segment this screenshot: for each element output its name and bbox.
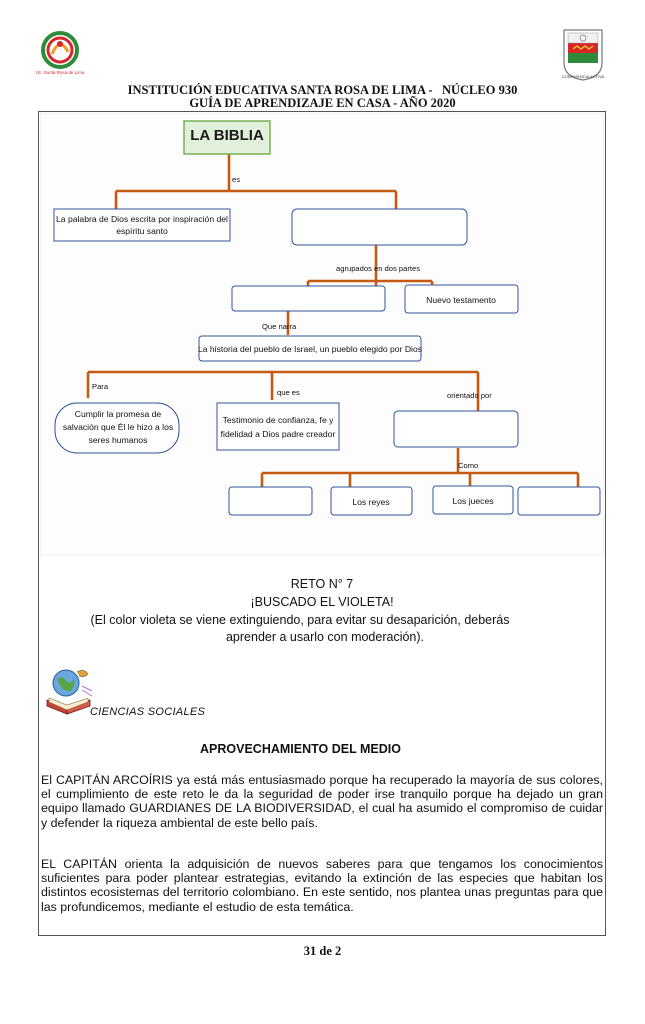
node-palabra-line-1: La palabra de Dios escrita por inspiraci… xyxy=(56,214,228,224)
section-heading: APROVECHAMIENTO DEL MEDIO xyxy=(200,742,401,756)
node-blank-2 xyxy=(231,285,386,312)
node-title xyxy=(183,120,271,155)
node-palabra-line-2: espíritu santo xyxy=(116,226,168,236)
node-nuevo-testamento xyxy=(404,284,519,314)
node-blank-5 xyxy=(517,486,601,516)
header-line-1: INSTITUCIÓN EDUCATIVA SANTA ROSA DE LIMA… xyxy=(127,83,518,97)
node-los-reyes xyxy=(330,486,413,516)
coat-of-arms-caption: CONVIVENCIA ACTIVA xyxy=(561,74,605,79)
node-blank-4 xyxy=(228,486,313,516)
node-promesa-line-3: seres humanos xyxy=(89,435,148,445)
node-blank-1 xyxy=(291,208,468,246)
label-que-narra: Que narra xyxy=(262,322,297,331)
school-logo-caption: I.E. Santa Rosa de Lima xyxy=(35,70,85,75)
node-nuevo-testamento-text: Nuevo testamento xyxy=(426,295,496,305)
label-orientado-por: orientado por xyxy=(447,391,492,400)
node-los-jueces-text: Los jueces xyxy=(452,496,493,506)
reto-title: ¡BUSCADO EL VIOLETA! xyxy=(250,595,394,609)
paragraph-2: EL CAPITÁN orienta la adquisición de nue… xyxy=(41,857,603,914)
coat-of-arms-logo xyxy=(561,27,605,81)
header-line-2: GUÍA DE APRENDIZAJE EN CASA - AÑO 2020 xyxy=(189,96,456,110)
node-historia-text: La historia del pueblo de Israel, un pue… xyxy=(198,344,422,354)
label-como: Como xyxy=(458,461,478,470)
concept-map: LA BIBLIA es La palabra de Dios escrita … xyxy=(39,112,605,557)
node-blank-3 xyxy=(393,410,519,448)
content-frame xyxy=(38,111,606,936)
node-promesa-line-1: Cumplir la promesa de xyxy=(75,409,162,419)
reto-note-line-1: (El color violeta se viene extinguiendo,… xyxy=(90,613,510,627)
node-testimonio-line-2: fidelidad a Dios padre creador xyxy=(221,429,336,439)
node-los-jueces xyxy=(432,485,514,515)
book-globe-icon xyxy=(44,664,94,716)
label-para: Para xyxy=(92,382,109,391)
paragraph-1: El CAPITÁN ARCOÍRIS ya está más entusias… xyxy=(41,773,603,830)
node-los-reyes-text: Los reyes xyxy=(352,497,389,507)
label-es: es xyxy=(232,175,240,184)
node-historia xyxy=(198,335,422,362)
page-number: 31 de 2 xyxy=(303,944,342,958)
node-title-text: LA BIBLIA xyxy=(190,127,264,144)
school-logo xyxy=(38,30,82,78)
node-palabra xyxy=(53,208,231,242)
node-promesa xyxy=(54,402,180,454)
node-testimonio xyxy=(216,402,340,451)
node-testimonio-line-1: Testimonio de confianza, fe y xyxy=(223,415,335,425)
node-promesa-line-2: salvación que Él le hizo a los xyxy=(63,422,173,432)
section-label: CIENCIAS SOCIALES xyxy=(90,706,206,718)
label-agrupados: agrupados en dos partes xyxy=(336,264,420,273)
label-que-es: que es xyxy=(277,388,300,397)
reto-note-line-2: aprender a usarlo con moderación). xyxy=(225,630,425,644)
reto-number: RETO N° 7 xyxy=(290,577,354,591)
